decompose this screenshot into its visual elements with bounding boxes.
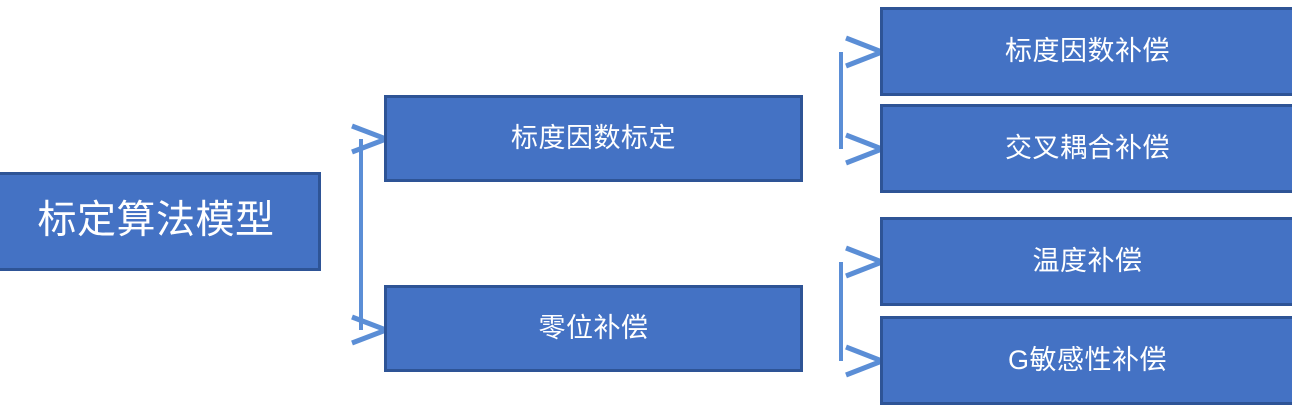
connector-scale-factor-to-leaves	[839, 35, 889, 166]
node-level2-scale-factor-calibration[interactable]: 标度因数标定	[384, 95, 803, 182]
node-leaf-g-sensitivity-compensation[interactable]: G敏感性补偿	[880, 316, 1292, 405]
node-leaf-cross-coupling-compensation[interactable]: 交叉耦合补偿	[880, 104, 1292, 193]
node-leaf-temperature-compensation[interactable]: 温度补偿	[880, 217, 1292, 306]
arrowhead-to-g-sensitivity-compensation	[845, 344, 889, 378]
node-leaf-scale-factor-compensation[interactable]: 标度因数补偿	[880, 7, 1292, 96]
arrowhead-to-zero-bias-compensation	[351, 314, 394, 346]
arrowhead-to-scale-factor-calibration	[351, 123, 394, 155]
connector-root-to-level2	[351, 123, 394, 346]
arrowhead-to-temperature-compensation	[845, 245, 889, 279]
node-root-calibration-algorithm-model[interactable]: 标定算法模型	[0, 172, 321, 271]
node-level2-zero-bias-compensation[interactable]: 零位补偿	[384, 285, 803, 372]
arrowhead-to-scale-factor-compensation	[845, 35, 889, 69]
arrowhead-to-cross-coupling-compensation	[845, 132, 889, 166]
connector-zero-bias-to-leaves	[839, 245, 889, 378]
